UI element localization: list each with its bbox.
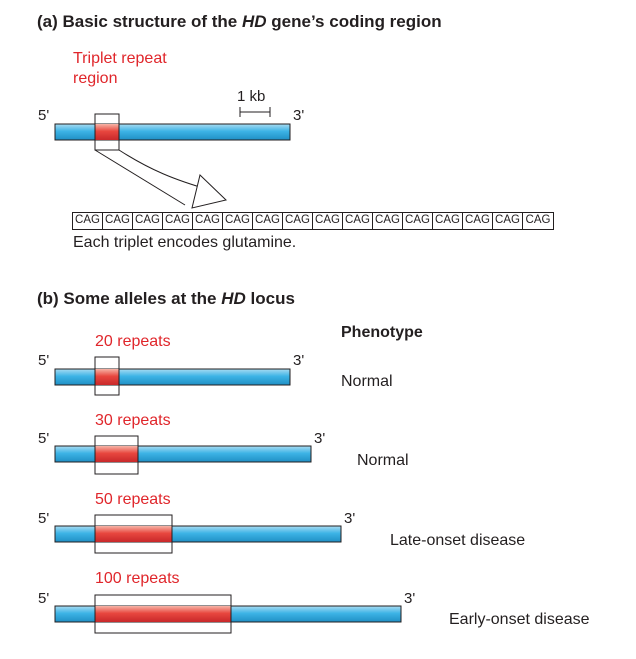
codon: CAG [433, 213, 463, 229]
three-prime-100: 3' [404, 590, 416, 607]
codon: CAG [313, 213, 343, 229]
repeat-box-100 [94, 594, 232, 634]
repeats-label-20: 20 repeats [95, 333, 171, 350]
gene-bar-30 [54, 445, 312, 463]
repeats-label-100: 100 repeats [95, 570, 180, 587]
codon: CAG [163, 213, 193, 229]
five-prime-a: 5' [38, 107, 50, 124]
codon: CAG [103, 213, 133, 229]
codon: CAG [403, 213, 433, 229]
phenotype-100: Early-onset disease [449, 611, 590, 628]
repeat-region-30 [95, 446, 138, 462]
five-prime-20: 5' [38, 352, 50, 369]
codon: CAG [283, 213, 313, 229]
five-prime-50: 5' [38, 510, 50, 527]
three-prime-a: 3' [293, 107, 305, 124]
repeats-label-30: 30 repeats [95, 412, 171, 429]
repeat-region-50 [95, 526, 172, 542]
repeat-region-20 [95, 369, 119, 385]
five-prime-100: 5' [38, 590, 50, 607]
codon-sequence: CAG CAG CAG CAG CAG CAG CAG CAG CAG CAG … [72, 212, 554, 230]
codon-caption: Each triplet encodes glutamine. [73, 234, 297, 251]
codon: CAG [133, 213, 163, 229]
phenotype-header: Phenotype [341, 324, 423, 341]
repeat-box-30 [94, 435, 139, 475]
codon: CAG [373, 213, 403, 229]
repeat-box-50 [94, 514, 173, 554]
scale-label: 1 kb [237, 88, 266, 105]
phenotype-20: Normal [341, 373, 393, 390]
codon: CAG [193, 213, 223, 229]
repeat-region-a [95, 124, 119, 140]
zoom-arrow [94, 149, 228, 209]
codon: CAG [463, 213, 493, 229]
phenotype-50: Late-onset disease [390, 532, 526, 549]
three-prime-50: 3' [344, 510, 356, 527]
codon: CAG [343, 213, 373, 229]
codon: CAG [493, 213, 523, 229]
three-prime-30: 3' [314, 430, 326, 447]
repeat-box-20 [94, 356, 120, 396]
repeat-region-label-line2: region [73, 70, 118, 87]
codon: CAG [223, 213, 253, 229]
scale-bar [239, 107, 271, 117]
repeat-box-a [94, 113, 120, 151]
codon: CAG [253, 213, 283, 229]
section-b-heading: (b) Some alleles at the HD locus [37, 289, 295, 308]
phenotype-30: Normal [357, 452, 409, 469]
section-a-heading: (a) Basic structure of the HD gene’s cod… [37, 12, 442, 31]
repeat-region-label-line1: Triplet repeat [73, 50, 167, 67]
codon: CAG [73, 213, 103, 229]
codon: CAG [525, 214, 551, 226]
repeats-label-50: 50 repeats [95, 491, 171, 508]
five-prime-30: 5' [38, 430, 50, 447]
gene-bar-a [54, 123, 291, 141]
gene-bar-20 [54, 368, 291, 386]
repeat-region-100 [95, 606, 231, 622]
three-prime-20: 3' [293, 352, 305, 369]
